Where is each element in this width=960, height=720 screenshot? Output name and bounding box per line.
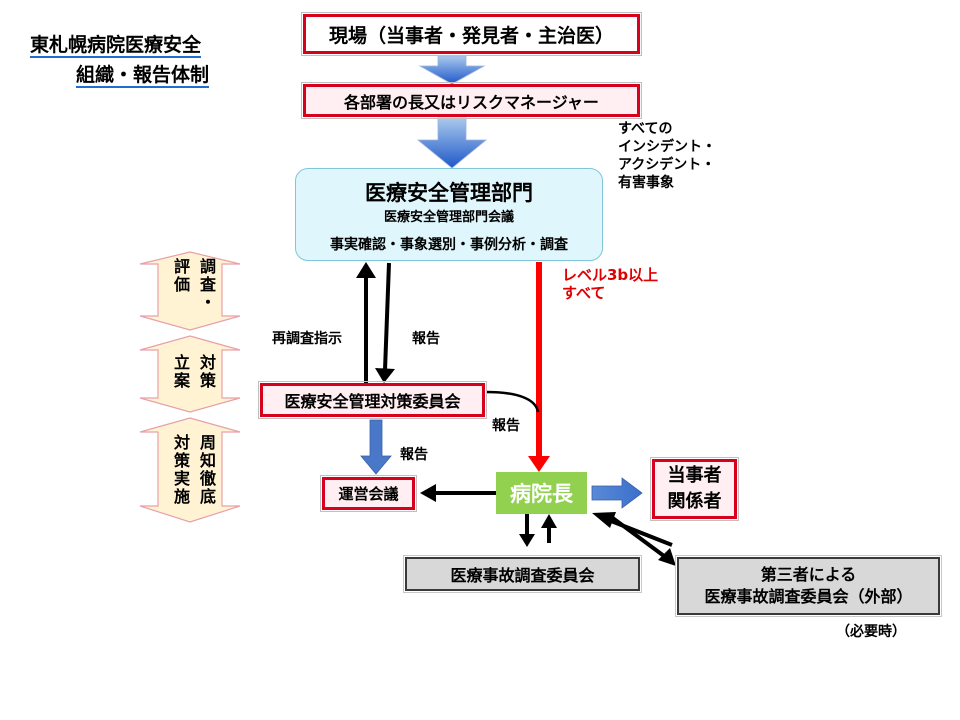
dept-tasks: 事実確認・事象選別・事例分析・調査 (330, 237, 568, 253)
report-committee-label: 報告 (492, 418, 520, 434)
external-line-1: 第三者による (760, 565, 857, 584)
phase-shape-1 (139, 251, 241, 331)
reinvestigate-label: 再調査指示 (272, 331, 342, 347)
operations-meeting-box: 運営会議 (320, 475, 417, 512)
arrow-committee-report (485, 390, 540, 413)
dept-meeting: 医療安全管理部門会議 (383, 210, 514, 225)
scene-box: 現場（当事者・発見者・主治医） (301, 12, 642, 56)
arrow-manager-to-dept (416, 117, 488, 169)
safety-committee-box: 医療安全管理対策委員会 (258, 381, 487, 419)
arrow-director-to-concerned (591, 477, 643, 509)
phase-investigate-eval: 調査・ 評価 (171, 258, 216, 312)
report-ops-label: 報告 (400, 447, 428, 463)
level-note: レベル3b以上 すべて (562, 266, 659, 302)
report-dept-label: 報告 (412, 331, 440, 347)
concerned-line-1: 当事者 (667, 465, 722, 486)
accident-committee-box: 医療事故調査委員会 (403, 555, 642, 593)
arrow-report-to-dept (383, 262, 391, 371)
phase-shape-2 (139, 335, 241, 413)
safety-dept-box: 医療安全管理部門 医療安全管理部門会議 事実確認・事象選別・事例分析・調査 (295, 168, 603, 261)
concerned-line-2: 関係者 (667, 491, 722, 512)
hospital-director-box: 病院長 (496, 472, 587, 514)
phase-shape-3 (139, 417, 241, 523)
concerned-parties-box: 当事者 関係者 (650, 457, 739, 521)
dept-title: 医療安全管理部門 (365, 181, 533, 205)
external-line-2: 医療事故調査委員会（外部） (704, 587, 913, 606)
diagram-title: 東札幌病院医療安全 組織・報告体制 (30, 30, 210, 90)
when-needed-note: （必要時） (836, 624, 906, 640)
title-line-2: 組織・報告体制 (76, 64, 210, 88)
phase-implement: 周知徹底 対策実施 (171, 434, 216, 506)
arrow-scene-to-manager (418, 55, 486, 85)
external-committee-box: 第三者による 医療事故調査委員会（外部） (675, 555, 942, 617)
phase-plan: 対策 立案 (171, 354, 216, 390)
all-incidents-note: すべての インシデント・ アクシデント・ 有害事象 (618, 121, 716, 191)
manager-box: 各部署の長又はリスクマネージャー (301, 82, 642, 119)
arrow-committee-to-ops (360, 419, 392, 475)
title-line-1: 東札幌病院医療安全 (30, 34, 202, 58)
arrow-external-to-director (605, 517, 673, 547)
